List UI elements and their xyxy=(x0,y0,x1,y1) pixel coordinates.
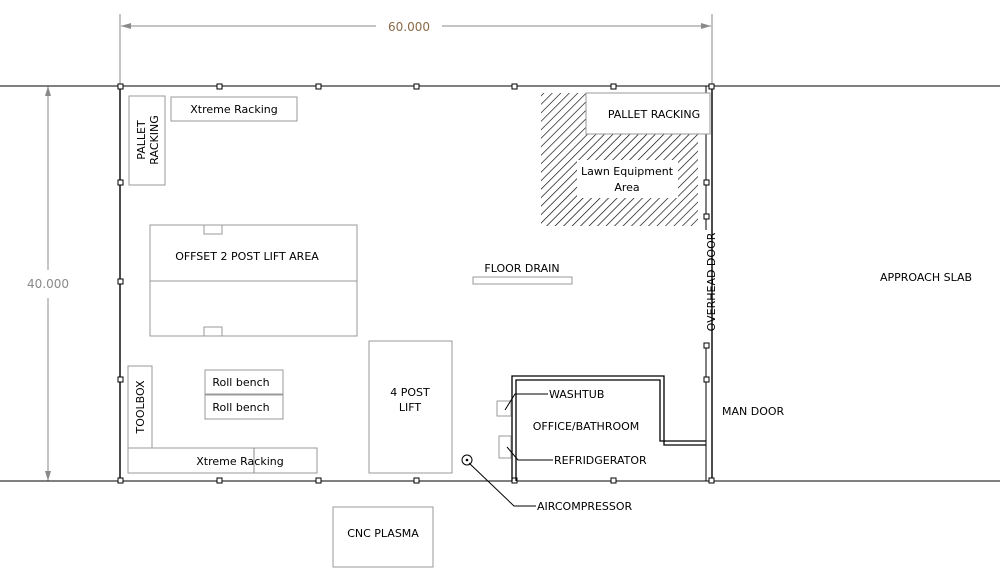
lawn-equipment-label-2: Area xyxy=(614,181,639,194)
depth-dimension-label: 40.000 xyxy=(27,277,69,291)
cnc-plasma xyxy=(332,506,434,568)
pallet-racking-left xyxy=(128,95,166,186)
washtub-leader xyxy=(504,393,548,411)
refrigerator-leader xyxy=(506,446,553,461)
width-dimension: 60.000 xyxy=(119,14,713,84)
man-door-label: MAN DOOR xyxy=(722,405,785,418)
four-post-lift-label-1: 4 POST xyxy=(390,386,430,399)
pallet-racking-right xyxy=(585,92,711,135)
four-post-lift-label-2: LIFT xyxy=(399,401,422,414)
xtreme-racking-top xyxy=(170,96,298,122)
washtub-label: WASHTUB xyxy=(549,388,604,401)
xtreme-racking-bottom-label: Xtreme Racking xyxy=(196,455,283,468)
four-post-lift xyxy=(368,340,453,474)
floor-drain-label: FLOOR DRAIN xyxy=(484,262,559,275)
offset-lift-label: OFFSET 2 POST LIFT AREA xyxy=(175,250,319,263)
aircompressor-label: AIRCOMPRESSOR xyxy=(537,500,633,513)
overhead-door-label: OVERHEAD DOOR xyxy=(705,232,718,331)
roll-bench-2-label: Roll bench xyxy=(212,401,269,414)
xtreme-racking-top-label: Xtreme Racking xyxy=(190,103,277,116)
pallet-racking-left-label-1: PALLET xyxy=(135,120,148,160)
refrigerator xyxy=(498,435,512,459)
roll-bench-1-label: Roll bench xyxy=(212,376,269,389)
offset-lift-area xyxy=(149,224,358,337)
toolbox-label: TOOLBOX xyxy=(134,380,147,434)
pallet-racking-right-label: PALLET RACKING xyxy=(608,108,700,121)
roll-bench-1 xyxy=(204,369,284,395)
refrigerator-label: REFRIDGERATOR xyxy=(554,454,647,467)
lawn-equipment-label-bg xyxy=(577,160,678,198)
office-bathroom xyxy=(511,375,706,481)
xtreme-racking-bottom xyxy=(127,447,318,474)
floor-drain xyxy=(472,276,573,285)
aircompressor xyxy=(461,454,536,507)
pallet-racking-left-label-2: RACKING xyxy=(148,115,161,164)
roll-bench-2 xyxy=(204,394,284,420)
office-label: OFFICE/BATHROOM xyxy=(533,420,640,433)
width-dimension-label: 60.000 xyxy=(388,20,430,34)
washtub xyxy=(496,400,512,417)
lawn-equipment-label-1: Lawn Equipment xyxy=(581,165,674,178)
depth-dimension: 40.000 xyxy=(27,86,69,481)
cnc-plasma-label: CNC PLASMA xyxy=(347,527,419,540)
approach-slab-label: APPROACH SLAB xyxy=(880,271,972,284)
wall-posts xyxy=(117,83,715,484)
